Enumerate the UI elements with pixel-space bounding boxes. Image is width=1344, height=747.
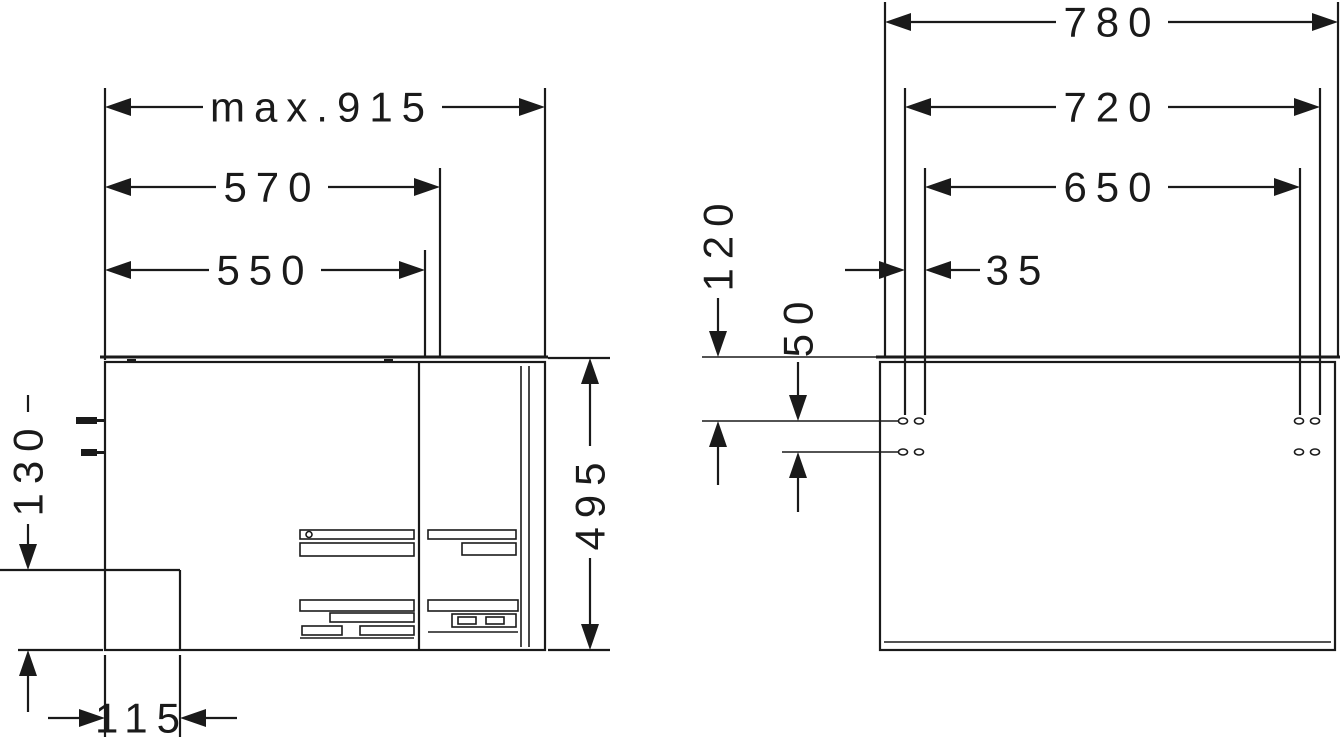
dim-label-720: 720: [1063, 84, 1160, 131]
mounting-hole: [897, 417, 909, 425]
dim-label-115: 115: [95, 695, 189, 742]
arrowhead-right: [399, 261, 425, 279]
arrowhead-right: [414, 178, 440, 196]
dim-570: 570: [105, 164, 442, 356]
drawer-slide-parts-left: [299, 529, 415, 639]
cabinet-side-outline: [103, 360, 547, 652]
mounting-hole: [1309, 417, 1321, 425]
front-view: 780 720 650 35: [695, 0, 1340, 652]
dim-label-570: 570: [223, 164, 320, 211]
dim-495: 495: [548, 356, 614, 652]
slide-detail: [485, 616, 505, 625]
slide-detail: [457, 616, 477, 625]
arrowhead-up: [789, 452, 807, 478]
arrowhead-down: [19, 544, 37, 570]
arrowhead-right: [1312, 13, 1338, 31]
mounting-hole: [1293, 448, 1305, 456]
slide-rail: [299, 529, 415, 540]
dim-label-max-915: max.915: [210, 84, 434, 131]
dim-max-915: max.915: [103, 84, 547, 360]
arrowhead-left: [180, 709, 206, 727]
dim-130: 130: [5, 395, 103, 712]
arrowhead-left: [885, 13, 911, 31]
dim-35: 35: [845, 247, 1051, 294]
arrowhead-right: [79, 709, 105, 727]
mounting-hole: [913, 417, 925, 425]
slide-foot: [301, 625, 343, 636]
arrowhead-down: [789, 395, 807, 421]
mounting-clip-mark: [81, 449, 97, 456]
slide-roller: [305, 530, 313, 539]
dim-label-650: 650: [1063, 164, 1160, 211]
dim-120: 120: [695, 194, 898, 485]
dim-650: 650: [923, 164, 1302, 415]
arrowhead-right: [879, 261, 905, 279]
mounting-clip-stem: [90, 451, 105, 454]
arrowhead-right: [1274, 178, 1300, 196]
dim-780: 780: [883, 0, 1340, 356]
arrowhead-left: [905, 98, 931, 116]
slide-rail: [427, 599, 519, 612]
arrowhead-left: [105, 178, 131, 196]
arrowhead-right: [519, 98, 545, 116]
cabinet-front-outline: [878, 360, 1337, 652]
dim-label-130: 130: [5, 419, 52, 516]
mounting-hole: [1309, 448, 1321, 456]
dim-720: 720: [903, 84, 1322, 415]
mounting-hole: [1293, 417, 1305, 425]
slide-foot: [359, 625, 415, 636]
drawer-slide-parts-right: [427, 529, 519, 633]
arrowhead-left: [925, 261, 951, 279]
arrowhead-up: [19, 650, 37, 676]
slide-rail: [299, 599, 415, 612]
mounting-clip-mark: [76, 417, 97, 424]
mounting-clip-stem: [96, 419, 105, 422]
dim-50: 50: [775, 293, 898, 512]
arrowhead-left: [925, 178, 951, 196]
dim-label-495: 495: [567, 453, 614, 550]
dim-550: 550: [105, 247, 427, 356]
arrowhead-left: [105, 98, 131, 116]
mounting-hole: [897, 448, 909, 456]
dim-label-120: 120: [695, 194, 742, 291]
arrowhead-up: [709, 421, 727, 447]
arrowhead-down: [709, 331, 727, 357]
dim-label-35: 35: [986, 247, 1051, 294]
dim-label-780: 780: [1063, 0, 1160, 46]
arrowhead-up: [581, 358, 599, 384]
arrowhead-right: [1294, 98, 1320, 116]
dim-label-50: 50: [775, 293, 822, 358]
arrowhead-down: [581, 624, 599, 650]
side-view: max.915 570 550 495: [0, 84, 614, 742]
dim-115: 115: [48, 655, 237, 742]
slide-bracket: [461, 542, 517, 556]
dim-label-550: 550: [216, 247, 313, 294]
mounting-holes: [897, 417, 1321, 456]
slide-bracket: [299, 542, 415, 557]
mounting-hole: [913, 448, 925, 456]
slide-bracket: [451, 613, 517, 628]
arrowhead-left: [105, 261, 131, 279]
slide-rail: [427, 529, 517, 540]
slide-rail: [329, 612, 415, 623]
